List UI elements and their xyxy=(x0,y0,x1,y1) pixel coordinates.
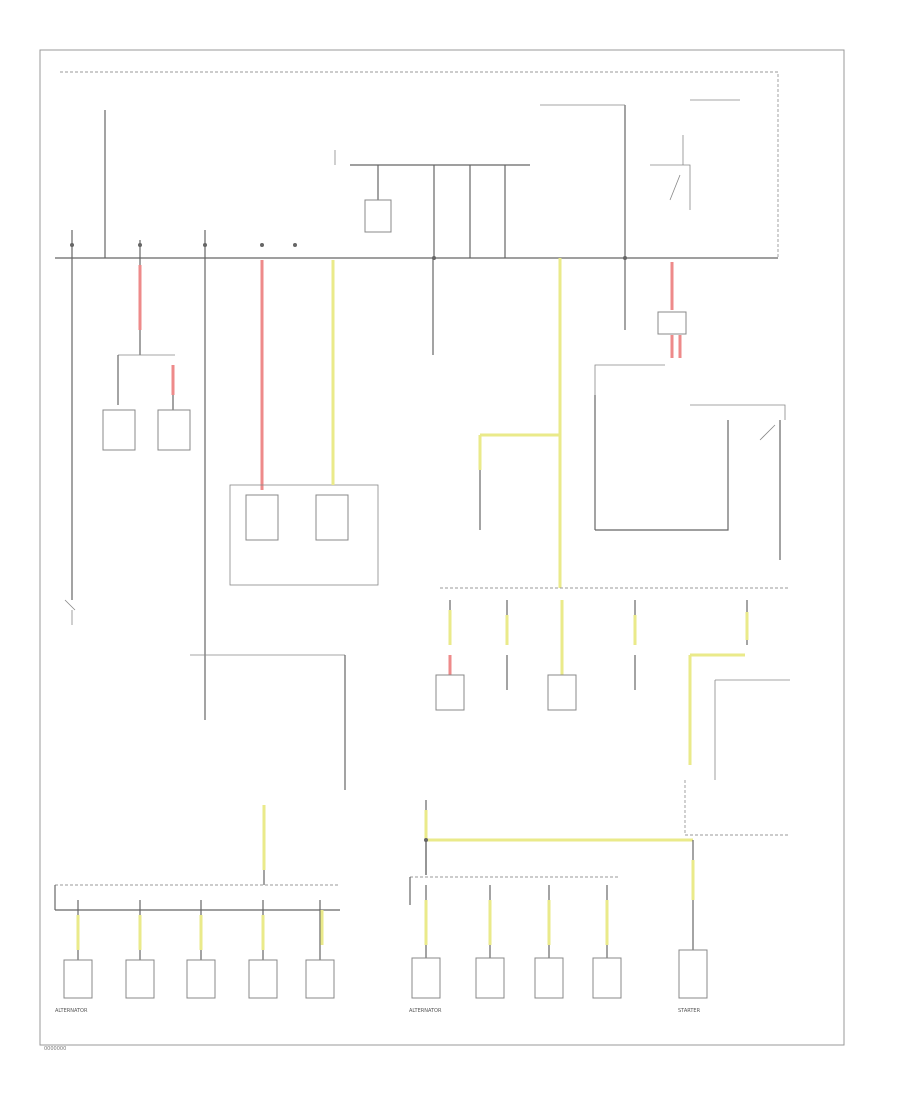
lower-left-branch xyxy=(54,805,340,911)
circuit-red-1 xyxy=(102,240,191,451)
lower-right-branch xyxy=(409,800,695,950)
label-alternator-left: ALTERNATOR xyxy=(55,1008,88,1014)
corner-label: 0000000 xyxy=(44,1046,66,1052)
bottom-left-components xyxy=(63,900,335,999)
circuit-205 xyxy=(190,230,346,790)
label-starter: STARTER xyxy=(678,1008,701,1014)
circuit-red-2 xyxy=(229,260,379,586)
bottom-right-components xyxy=(411,885,708,999)
underhood-fuse-box xyxy=(55,71,779,260)
relay-area xyxy=(594,258,786,560)
circuit-yellow-main xyxy=(478,258,562,588)
label-alternator-right: ALTERNATOR xyxy=(409,1008,442,1014)
junction-bar-mid xyxy=(435,587,790,836)
diagram-frame xyxy=(39,49,845,1046)
circuit-left-1 xyxy=(64,230,76,625)
